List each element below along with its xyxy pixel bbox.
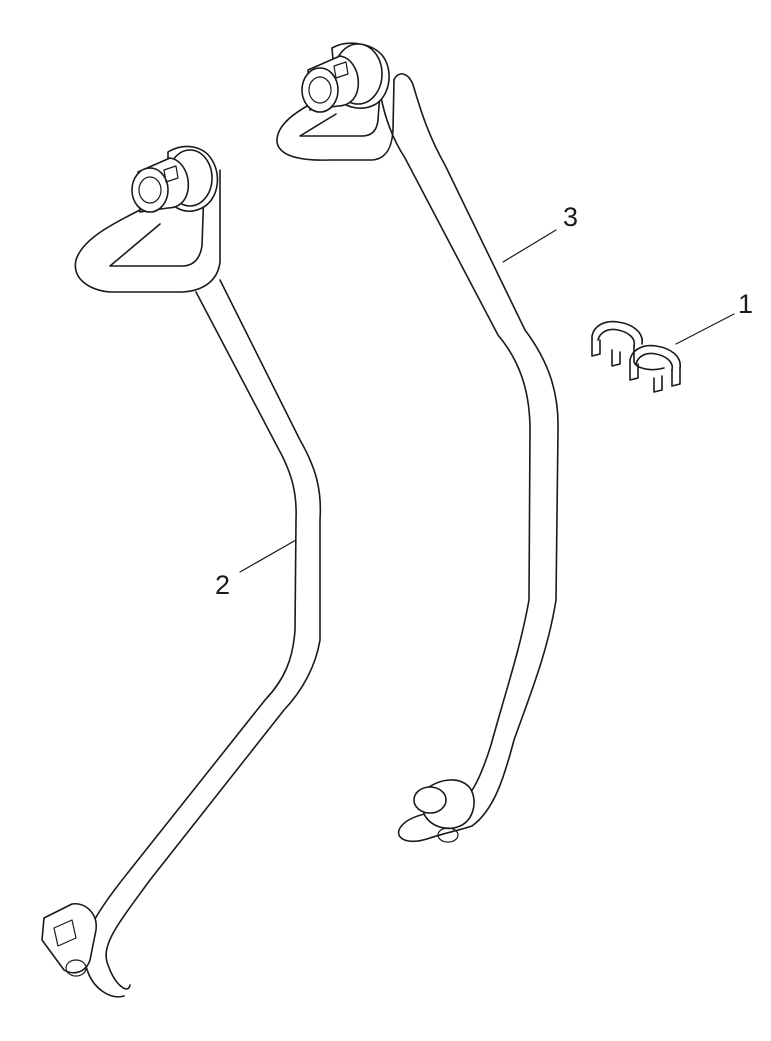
pipe-short <box>41 145 322 998</box>
fitting-bottom-short <box>41 903 97 977</box>
callout-1: 1 <box>675 289 753 345</box>
callout-2: 2 <box>215 539 297 600</box>
leader-line-1 <box>675 313 735 345</box>
pipe-long <box>276 42 559 843</box>
fitting-top-long <box>301 42 390 113</box>
leader-line-2 <box>239 539 297 573</box>
callout-label-1: 1 <box>738 289 753 319</box>
callout-label-3: 3 <box>563 202 578 232</box>
fitting-bottom-long <box>413 779 475 843</box>
leader-line-3 <box>502 229 557 263</box>
callout-3: 3 <box>502 202 578 263</box>
callout-label-2: 2 <box>215 570 230 600</box>
fitting-top-short <box>131 145 219 213</box>
clip <box>591 320 681 393</box>
